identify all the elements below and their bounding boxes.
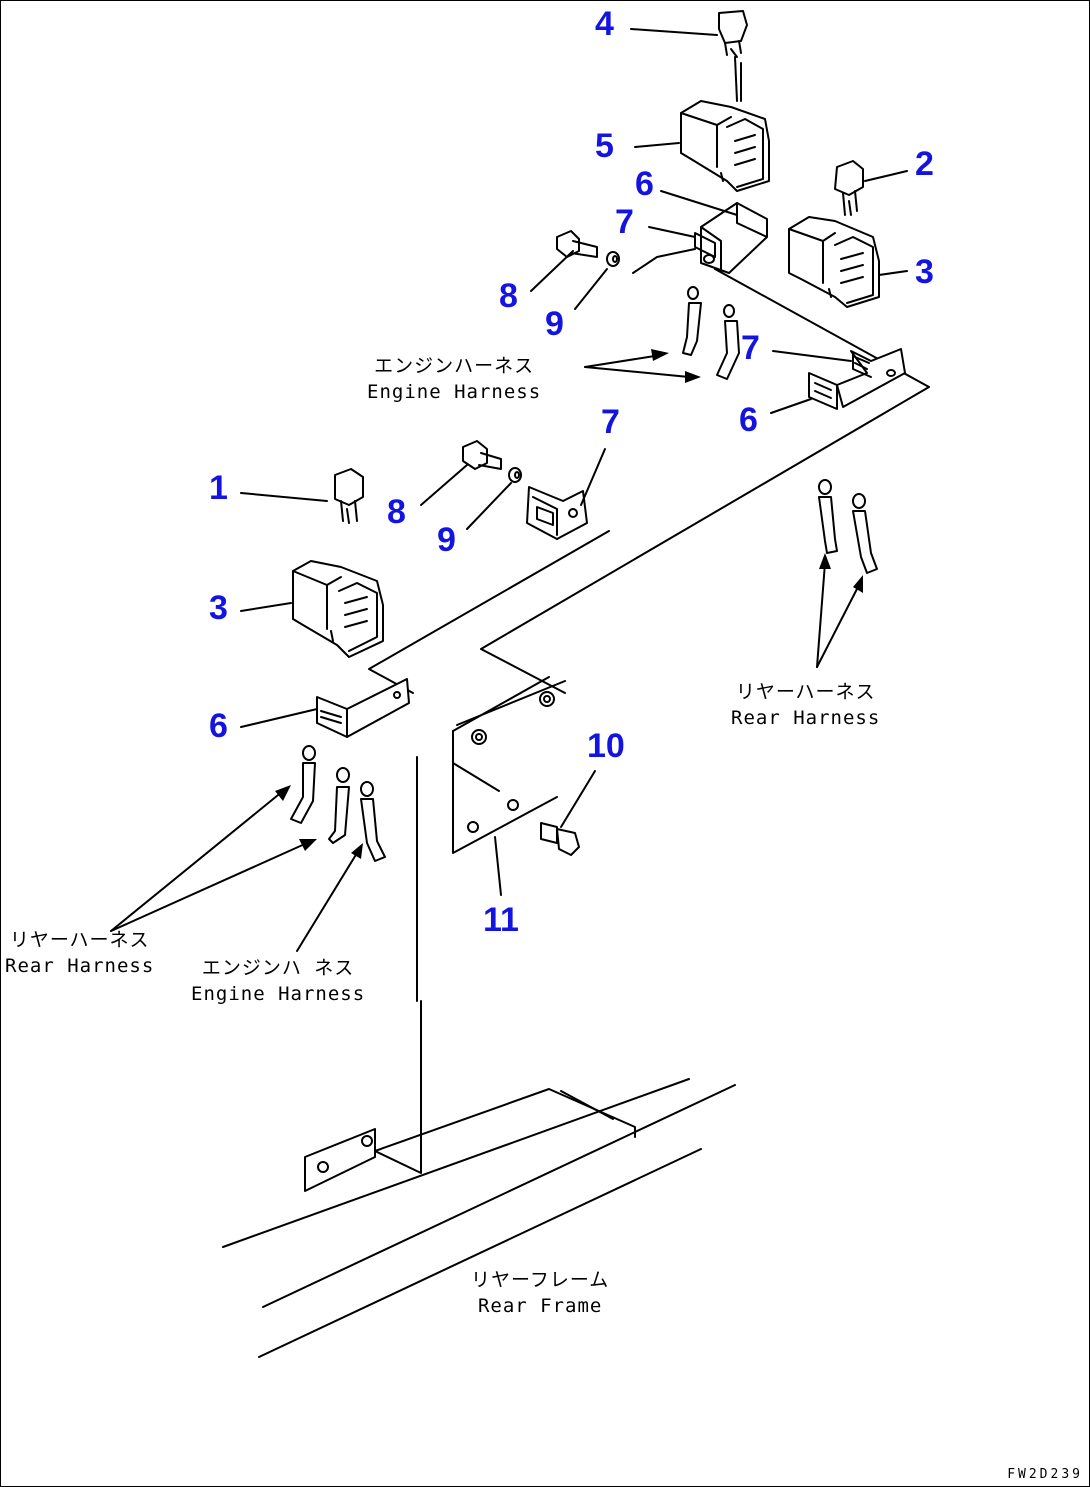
label-rear-frame: リヤーフレーム Rear Frame [471, 1269, 610, 1317]
callout-10: 10 [587, 727, 625, 765]
bolt-washer-middle [462, 440, 522, 483]
label-rear-harness-left: リヤーハーネス Rear Harness [5, 929, 155, 977]
lower-left-bracket [316, 678, 410, 738]
callout-6: 6 [739, 401, 758, 439]
drawing-code: FW2D239 [1007, 1467, 1083, 1482]
callout-1: 1 [209, 469, 228, 507]
arrows-rear-harness-left [110, 785, 317, 932]
callout-8: 8 [387, 493, 406, 531]
callout-11: 11 [483, 901, 519, 939]
rear-harness-leads-right [818, 479, 878, 574]
engine-harness-leads-upper [682, 286, 740, 380]
label-engine-harness-upper: エンジンハーネス Engine Harness [367, 355, 542, 403]
label-engine-harness-lower: エンジンハ ネス Engine Harness [191, 957, 366, 1005]
label-rear-harness-right: リヤーハーネス Rear Harness [731, 681, 881, 729]
callout-6: 6 [635, 165, 654, 203]
bolt-10 [540, 822, 580, 856]
callout-4: 4 [595, 5, 614, 43]
callout-7: 7 [615, 203, 634, 241]
arrow-engine-harness-lower [296, 843, 363, 952]
arrows-rear-harness-right [816, 553, 863, 668]
leader-lines [240, 28, 908, 896]
callout-6: 6 [209, 707, 228, 745]
fuse-4 [718, 10, 748, 102]
relay-3-left [292, 560, 384, 658]
middle-bracket [526, 486, 588, 540]
relay-5 [680, 100, 770, 192]
relay-3-right [788, 216, 880, 308]
callout-3: 3 [915, 253, 934, 291]
callout-8: 8 [499, 277, 518, 315]
callout-9: 9 [545, 305, 564, 343]
rear-frame [222, 1000, 736, 1358]
fuse-1 [334, 468, 364, 524]
callout-2: 2 [915, 145, 934, 183]
callout-9: 9 [437, 521, 456, 559]
upper-bracket [694, 202, 768, 274]
mounting-rail [368, 268, 930, 726]
callout-7: 7 [741, 329, 760, 367]
callout-7: 7 [601, 403, 620, 441]
arrows-engine-harness-upper [584, 349, 701, 383]
callout-3: 3 [209, 589, 228, 627]
callout-5: 5 [595, 127, 614, 165]
right-bracket [808, 348, 906, 410]
harness-leads-lower-left [290, 745, 386, 862]
fuse-2 [834, 160, 864, 216]
mounting-plate-11 [416, 676, 558, 1002]
